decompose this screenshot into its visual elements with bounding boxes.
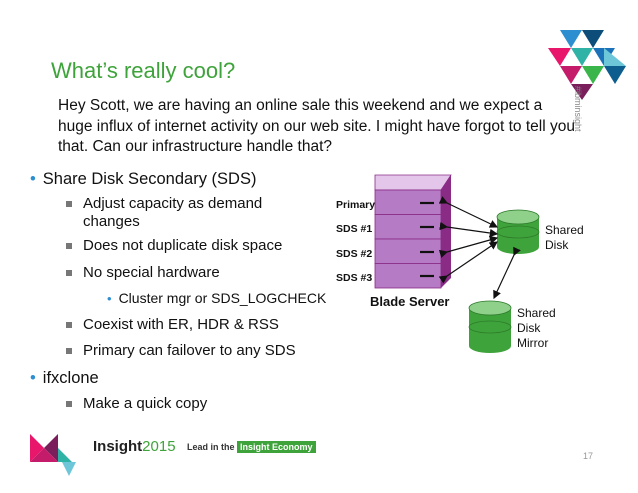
subsub-cluster-mgr: •Cluster mgr or SDS_LOGCHECK [107,290,327,306]
shared-disk-mirror-icon [468,300,512,353]
footer-brand: Insight2015 [93,438,176,455]
svg-text:Disk: Disk [545,238,569,252]
sub-quick-copy: Make a quick copy [66,395,207,413]
bullet-sds: •Share Disk Secondary (SDS) [30,170,257,188]
disk-label: Shared [545,223,584,237]
label-sds3: SDS #3 [336,272,372,284]
footer-tagline: Lead in the Insight Economy [187,441,316,453]
intro-text: Hey Scott, we are having an online sale … [58,97,575,155]
square-bullet-icon [66,401,72,407]
server-top [374,174,452,191]
sub-no-hardware: No special hardware [66,264,220,282]
server-side [441,175,451,288]
arrow-primary [438,196,499,228]
square-bullet-icon [66,243,72,249]
sub-adjust-capacity: Adjust capacity as demand changes [66,195,313,231]
page-number: 17 [583,451,594,461]
label-primary: Primary [336,199,375,211]
arrow-sds2 [438,235,499,258]
bullet-dot: • [107,291,112,306]
slide-title: What’s really cool? [51,58,236,83]
sub-coexist: Coexist with ER, HDR & RSS [66,316,279,334]
arrow-mirror [493,246,521,300]
arrow-sds3 [438,241,498,284]
square-bullet-icon [66,348,72,354]
mirror-label: Shared [517,306,556,320]
arrow-sds1 [439,221,499,238]
square-bullet-icon [66,322,72,328]
server-row-primary [374,189,442,215]
server-caption: Blade Server [370,294,450,309]
square-bullet-icon [66,201,72,207]
bullet-dot: • [30,170,36,188]
svg-text:Mirror: Mirror [517,336,548,350]
shared-disk-icon [496,209,540,254]
bullet-ifxclone: •ifxclone [30,369,99,387]
label-sds1: SDS #1 [336,223,372,235]
label-sds2: SDS #2 [336,248,372,260]
sub-no-duplicate: Does not duplicate disk space [66,237,282,255]
tagline-highlight: Insight Economy [237,441,316,453]
svg-text:Disk: Disk [517,321,541,335]
sub-failover: Primary can failover to any SDS [66,342,296,360]
square-bullet-icon [66,270,72,276]
footer-logo-icon [30,434,44,462]
bullet-dot: • [30,369,36,387]
